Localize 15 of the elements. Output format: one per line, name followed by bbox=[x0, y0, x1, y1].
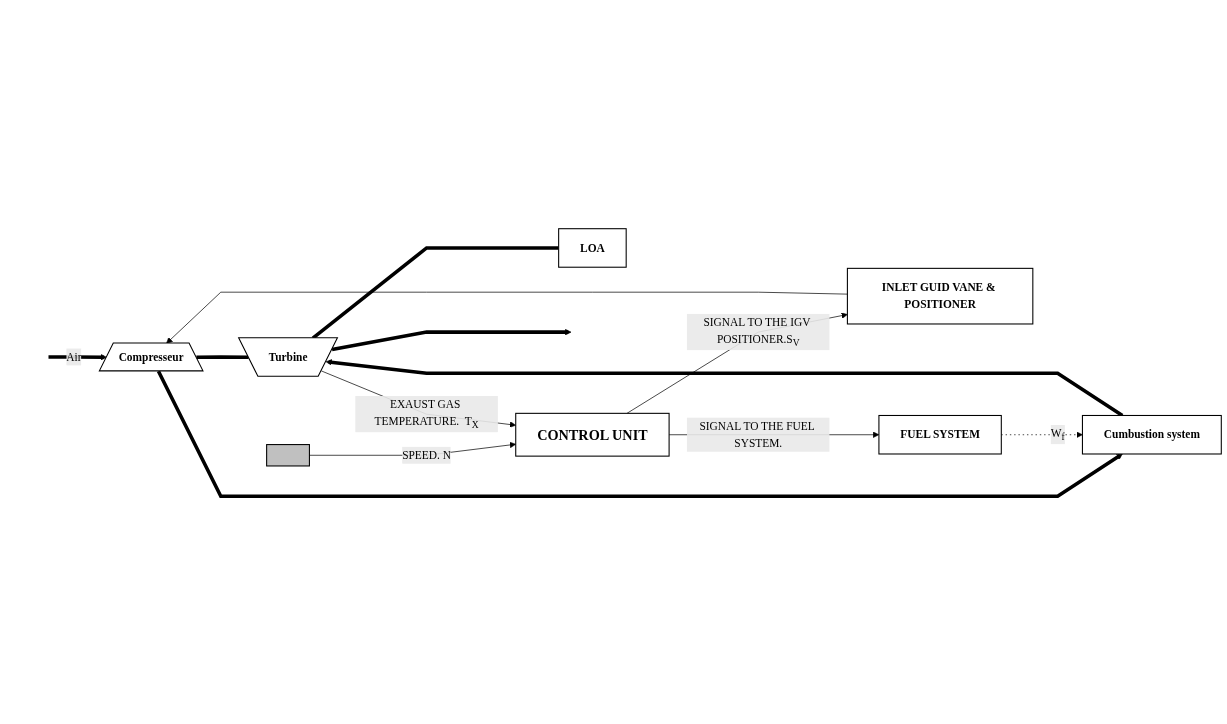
edge-label: SPEED. N bbox=[402, 448, 451, 461]
node-box: CONTROL UNIT bbox=[515, 412, 670, 457]
node-box: INLET GUID VANE & POSITIONER bbox=[846, 267, 1034, 324]
edge-label: SIGNAL TO THE FUEL SYSTEM. bbox=[699, 419, 815, 449]
connector bbox=[196, 354, 249, 359]
node-box: Cumbustion system bbox=[1081, 414, 1222, 455]
node-box: FUEL SYSTEM bbox=[878, 414, 1002, 455]
edge-label: EXAUST GAS TEMPERATURE. T$_{X}$ bbox=[374, 397, 479, 430]
node-box bbox=[266, 443, 310, 466]
node-box: LOA bbox=[558, 227, 627, 268]
edge-label: SIGNAL TO THE IGV POSITIONER.S$_{V}$ bbox=[703, 315, 811, 348]
edge-label: W$_{f}$ bbox=[1050, 426, 1065, 442]
edge-label: Air bbox=[66, 350, 82, 363]
arrow bbox=[331, 328, 572, 351]
arrow bbox=[48, 353, 107, 360]
